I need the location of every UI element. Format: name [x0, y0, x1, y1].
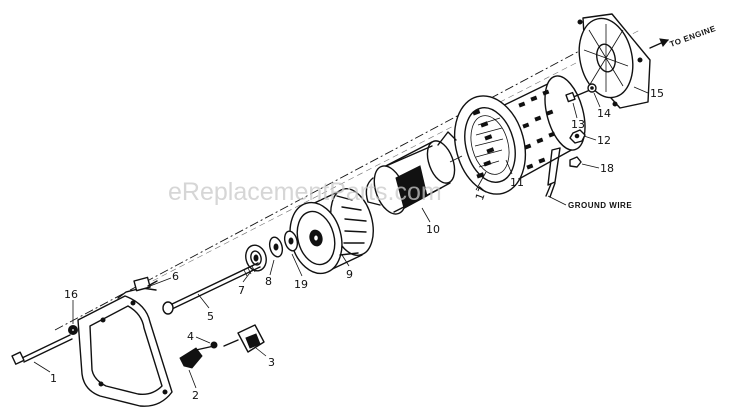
part-nut-12: [569, 129, 586, 144]
part-screw-4: [210, 341, 218, 349]
callout-19: 19: [294, 278, 308, 291]
callout-6: 6: [172, 270, 179, 283]
to-engine-arrow: [649, 38, 669, 49]
callout-10: 10: [426, 223, 440, 236]
part-screw-18: [569, 156, 582, 168]
callout-14: 14: [597, 107, 611, 120]
callout-13: 13: [571, 118, 585, 131]
part-rectifier-2: [179, 345, 215, 369]
part-washer-19: [283, 230, 299, 252]
callout-labels: 1 2 3 4 5 6 7 8 9 10 11 12 13 14 15 16 1…: [50, 87, 664, 402]
part-stator-winding: [470, 115, 510, 175]
callout-8: 8: [265, 275, 272, 288]
leader-lines: [33, 86, 649, 389]
ground-wire-label: GROUND WIRE: [568, 201, 632, 210]
part-washer-8: [268, 236, 284, 258]
part-bolt-1: [11, 334, 73, 365]
part-through-bolt-5: [162, 262, 261, 315]
part-nut-16: [68, 325, 78, 335]
part-bolt-13: [565, 89, 591, 103]
callout-11: 11: [510, 176, 524, 189]
callout-3: 3: [268, 356, 275, 369]
part-stator-shell: [454, 75, 586, 195]
ground-wire-leader: [547, 195, 567, 206]
callout-18: 18: [600, 162, 614, 175]
callout-15: 15: [650, 87, 664, 100]
callout-12: 12: [597, 134, 611, 147]
callout-2: 2: [192, 389, 199, 402]
part-end-housing: [577, 13, 651, 109]
part-end-cover: [77, 295, 173, 407]
part-fan-flywheel: [289, 188, 374, 275]
part-regulator-3: [223, 324, 265, 353]
assembly-centerline-2: [134, 29, 641, 291]
callout-4: 4: [187, 330, 194, 343]
part-harness-6: [117, 276, 158, 299]
fan-fins: [336, 195, 367, 256]
ground-wire: [545, 147, 561, 198]
part-rotor-assembly: [365, 131, 463, 215]
callout-5: 5: [207, 310, 214, 323]
watermark: eReplacementParts.com: [168, 178, 442, 206]
part-spacer-7: [245, 244, 267, 272]
part-washer-14: [587, 83, 597, 93]
callout-16: 16: [64, 288, 78, 301]
callout-9: 9: [346, 268, 353, 281]
callout-17: 17: [473, 185, 490, 203]
to-engine-label: TO ENGINE: [669, 24, 718, 49]
callout-7: 7: [238, 284, 245, 297]
callout-1: 1: [50, 372, 57, 385]
